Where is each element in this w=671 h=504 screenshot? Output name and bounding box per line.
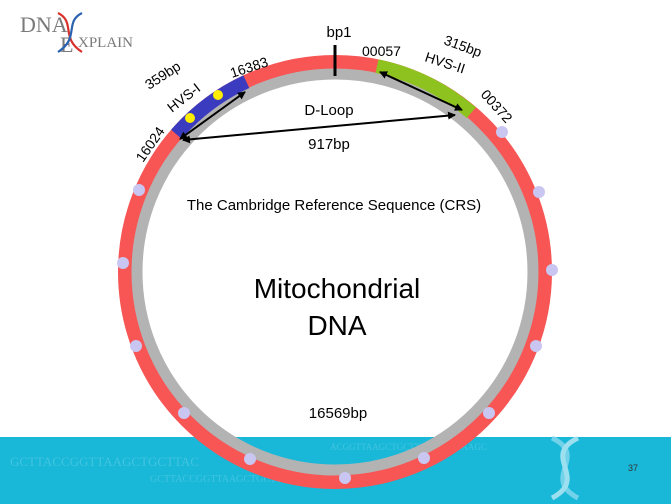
total-length-label: 16569bp xyxy=(309,405,367,422)
crs-label: The Cambridge Reference Sequence (CRS) xyxy=(187,197,481,214)
ring-dot xyxy=(178,407,190,419)
ring-dot xyxy=(130,340,142,352)
ring-dot xyxy=(496,126,508,138)
logo-swoosh-blue-icon xyxy=(57,12,83,53)
footer-dna-text-2: GCTTACCGGTTAAGCTGCTTACGGTTAAGCTGC xyxy=(150,474,370,485)
center-title-line2: DNA xyxy=(307,310,366,341)
hvs2-start-label: 00057 xyxy=(362,43,401,59)
ring-dot xyxy=(483,407,495,419)
ring-dot xyxy=(244,453,256,465)
ring-dot xyxy=(533,186,545,198)
footer-dna-text-1: GCTTACCGGTTAAGCTGCTTAC xyxy=(10,454,199,469)
center-title-line1: Mitochondrial xyxy=(254,273,421,304)
ring-dots xyxy=(117,126,558,484)
logo-swoosh-red-icon xyxy=(57,12,83,53)
hvs1-length-label: 359bp xyxy=(142,58,184,93)
page-number: 37 xyxy=(628,463,638,473)
ring-dot xyxy=(117,257,129,269)
logo-xplain-text: XPLAIN xyxy=(78,35,133,51)
ring-dot xyxy=(546,264,558,276)
ring-dot xyxy=(418,452,430,464)
dloop-arrow xyxy=(182,111,456,144)
ring-dot xyxy=(530,340,542,352)
ring-dot xyxy=(133,184,145,196)
dloop-label: D-Loop xyxy=(304,102,353,119)
dna-helix-icon xyxy=(550,435,580,501)
bp1-label: bp1 xyxy=(326,24,351,41)
dna-explain-logo: DNA E XPLAIN xyxy=(20,12,133,57)
ring-dot xyxy=(339,472,351,484)
hvs1-dot-yellow xyxy=(213,90,223,100)
hvs1-dot-yellow xyxy=(185,113,195,123)
dloop-length-label: 917bp xyxy=(308,136,350,153)
hvs2-arrow xyxy=(379,71,463,111)
logo-dna-text: DNA xyxy=(20,12,68,37)
footer-dna-text-3: ACGGTTAAGCTGCTTACCGGTTAAGC xyxy=(330,442,487,452)
